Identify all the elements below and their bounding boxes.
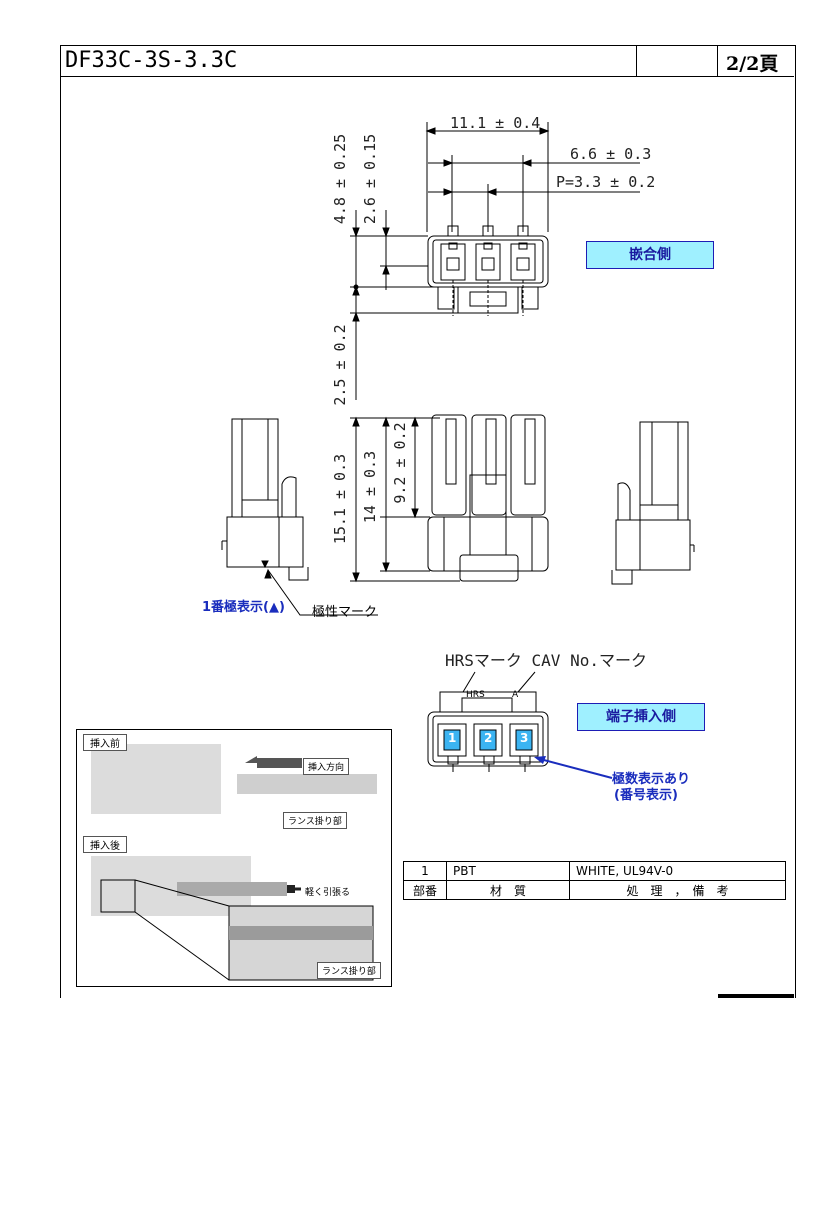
pole-number-note-2: (番号表示) xyxy=(614,788,678,803)
insertion-direction-callout: 挿入方向 xyxy=(303,758,350,775)
frame-bottom-bar xyxy=(718,994,794,998)
hrs-mark: HRS xyxy=(466,690,485,700)
page-number: 2/2頁 xyxy=(726,53,779,75)
part-no-header: 部番 xyxy=(403,880,447,900)
dim-front-body: 14 ± 0.3 xyxy=(361,450,379,524)
pole-number-note-1: 極数表示あり xyxy=(612,772,691,787)
dim-height-b: 2.6 ± 0.15 xyxy=(361,133,379,225)
table-row: 1 PBT WHITE, UL94V-0 xyxy=(403,861,786,881)
cav-mark: A xyxy=(512,690,519,700)
cavity-number-2: 2 xyxy=(484,731,493,745)
dim-inner-width: 6.6 ± 0.3 xyxy=(570,145,652,163)
table-header-row: 部番 材 質 処 理 ， 備 考 xyxy=(403,880,786,900)
lance-engagement-callout-1: ランス掛り部 xyxy=(283,812,347,829)
drawing-frame xyxy=(60,45,796,998)
terminal-insertion-side-view xyxy=(427,671,549,772)
dim-height-a: 4.8 ± 0.25 xyxy=(331,133,349,225)
mating-side-label: 嵌合側 xyxy=(586,241,714,269)
before-insertion-tag: 挿入前 xyxy=(83,734,127,751)
material-header: 材 質 xyxy=(446,880,570,900)
after-insertion-tag: 挿入後 xyxy=(83,836,127,853)
insertion-photo-panel: 挿入前 挿入後 挿入方向 ランス掛り部 軽く引張る ランス掛り部 xyxy=(76,729,392,987)
treatment-header: 処 理 ， 備 考 xyxy=(569,880,786,900)
front-view xyxy=(350,414,549,583)
dim-top-width: 11.1 ± 0.4 xyxy=(450,114,541,132)
dim-front-height: 15.1 ± 0.3 xyxy=(331,453,349,545)
polarity-mark-label: 極性マーク xyxy=(312,605,378,620)
part-number: DF33C-3S-3.3C xyxy=(65,48,238,73)
left-side-view xyxy=(221,418,309,581)
mating-side-view xyxy=(350,122,640,400)
lance-engagement-callout-2: ランス掛り部 xyxy=(317,962,381,979)
part-no-cell: 1 xyxy=(403,861,447,881)
pull-lightly-label: 軽く引張る xyxy=(305,888,351,898)
terminal-insertion-side-label: 端子挿入側 xyxy=(577,703,705,731)
dim-pitch: P=3.3 ± 0.2 xyxy=(556,173,656,191)
marks-caption: HRSマーク CAV No.マーク xyxy=(445,651,647,670)
cavity-number-1: 1 xyxy=(448,731,457,745)
dim-front-upper: 9.2 ± 0.2 xyxy=(391,422,409,504)
dim-height-c: 2.5 ± 0.2 xyxy=(331,324,349,406)
title-block: DF33C-3S-3.3C 2/2頁 xyxy=(60,45,794,77)
right-side-view xyxy=(611,421,695,585)
title-divider xyxy=(636,45,637,76)
material-cell: PBT xyxy=(446,861,570,881)
cavity-number-3: 3 xyxy=(520,731,529,745)
parts-table: 1 PBT WHITE, UL94V-0 部番 材 質 処 理 ， 備 考 xyxy=(403,861,786,900)
title-divider xyxy=(717,45,718,76)
pin1-indicator-label: 1番極表示(▲) xyxy=(202,600,285,615)
treatment-cell: WHITE, UL94V-0 xyxy=(569,861,786,881)
insertion-photo-sketch xyxy=(91,744,377,981)
